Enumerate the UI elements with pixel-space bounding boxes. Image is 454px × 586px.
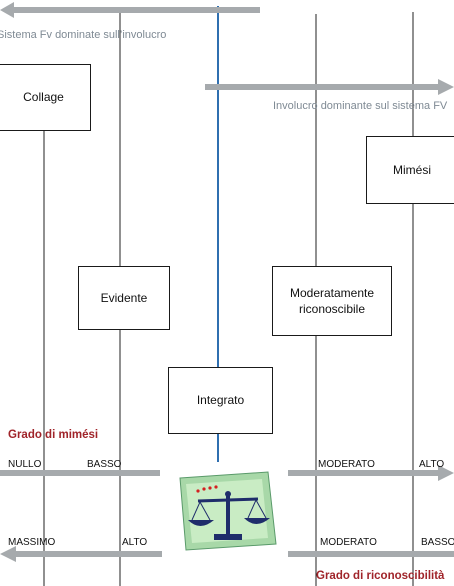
mimesi-tick-nullo: NULLO: [8, 459, 42, 470]
box-moderatamente: Moderatamente riconoscibile: [272, 266, 392, 336]
riconoscibilita-tick-massimo: MASSIMO: [8, 537, 56, 548]
box-collage-label: Collage: [23, 90, 64, 105]
top-right-arrow-label: Involucro dominante sul sistema FV: [273, 100, 448, 112]
box-evidente-label: Evidente: [100, 290, 148, 305]
mimesi-scale-title: Grado di mimési: [8, 429, 99, 441]
box-collage: Collage: [0, 64, 91, 131]
mimesi-tick-moderato: MODERATO: [318, 459, 375, 470]
box-integrato: Integrato: [168, 367, 273, 434]
box-mimesi: Mimési: [366, 136, 454, 204]
riconoscibilita-tick-moderato: MODERATO: [320, 537, 377, 548]
riconoscibilita-arrow-right: [288, 551, 454, 557]
box-integrato-label: Integrato: [196, 393, 245, 408]
riconoscibilita-scale-title: Grado di riconoscibilità: [316, 570, 445, 582]
mimesi-tick-basso: BASSO: [87, 459, 122, 470]
mimesi-arrow-right: [288, 465, 454, 481]
riconoscibilita-tick-basso: BASSO: [421, 537, 454, 548]
box-moderatamente-label: Moderatamente riconoscibile: [289, 285, 375, 316]
mimesi-tick-alto: ALTO: [419, 459, 445, 470]
top-left-arrow-label: Sistema Fv dominate sull’involucro: [0, 29, 167, 41]
box-evidente: Evidente: [78, 266, 170, 330]
riconoscibilita-arrow-left: [0, 546, 162, 562]
top-right-arrow: [205, 79, 454, 95]
top-left-arrow: [0, 2, 260, 18]
box-mimesi-label: Mimési: [393, 162, 431, 177]
mimesi-arrow-left: [0, 470, 160, 476]
balance-scale-icon: [179, 471, 277, 551]
riconoscibilita-tick-alto: ALTO: [122, 537, 148, 548]
